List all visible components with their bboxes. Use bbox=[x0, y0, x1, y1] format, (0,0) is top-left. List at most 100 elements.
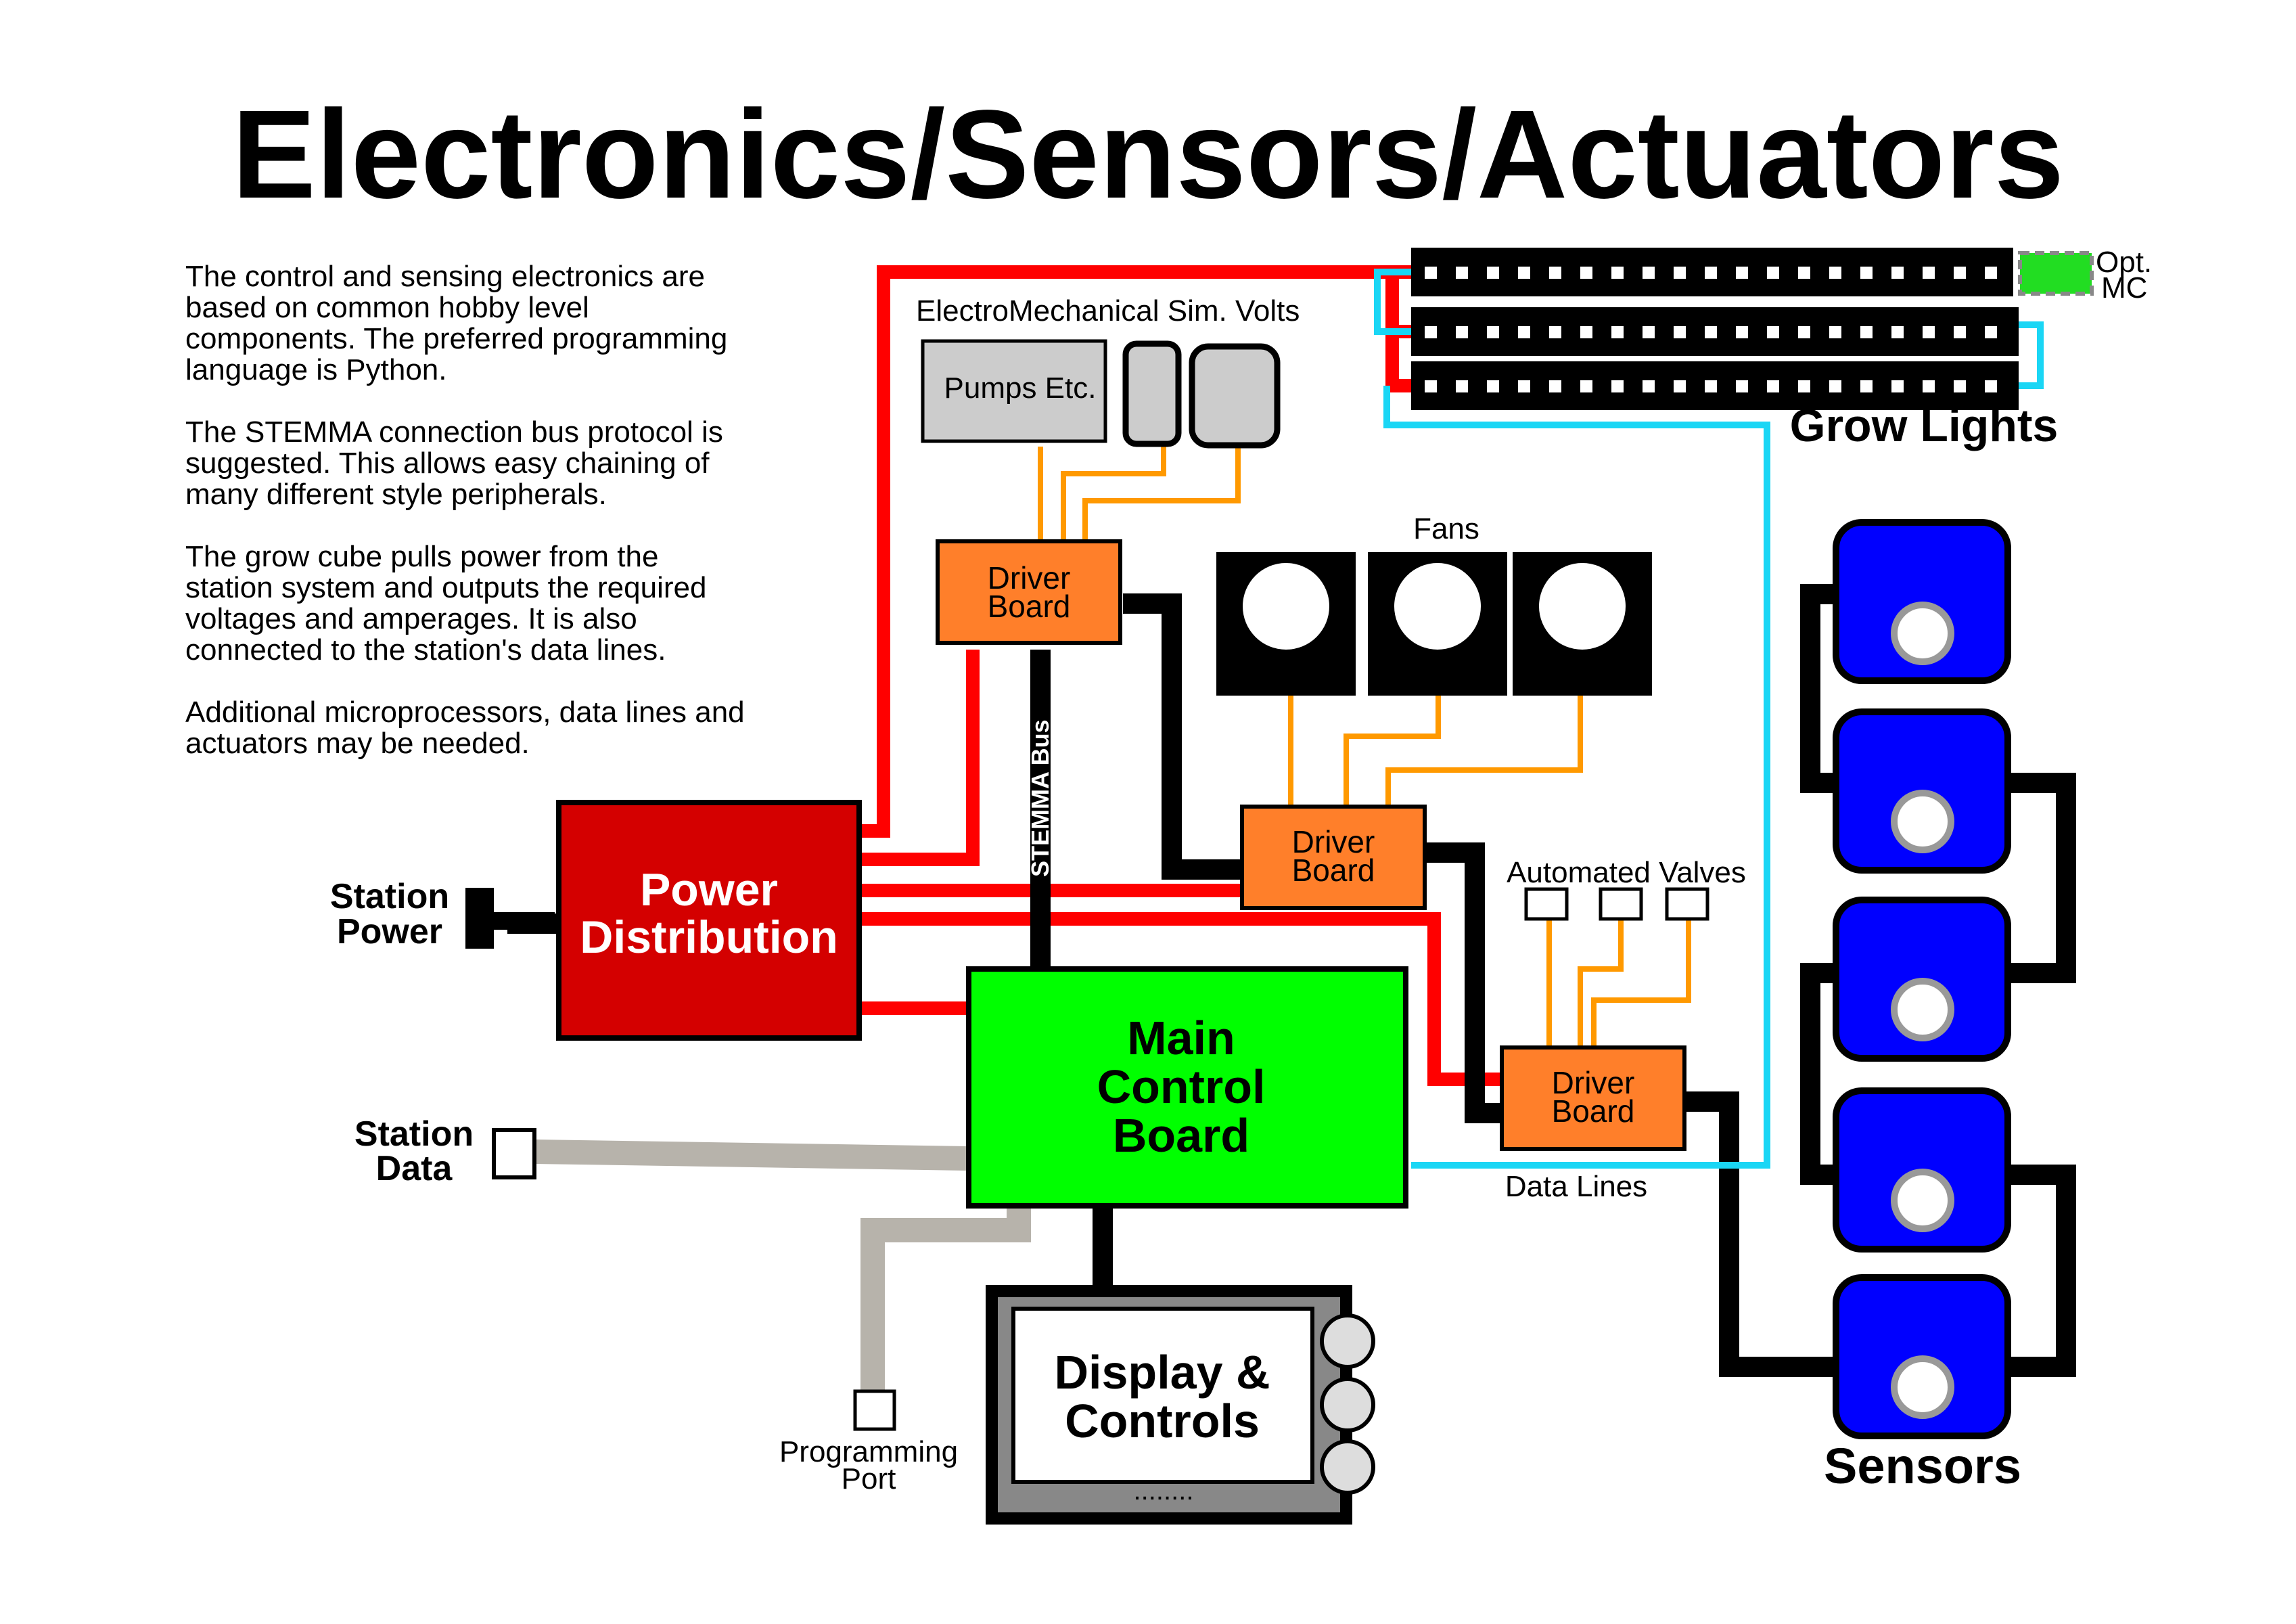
led-icon bbox=[1954, 267, 1966, 279]
led-icon bbox=[1891, 380, 1904, 392]
led-icon bbox=[1891, 326, 1904, 338]
sensors: Sensors bbox=[1824, 519, 2021, 1494]
station-power-cord bbox=[490, 912, 555, 930]
actuator-wires bbox=[1038, 441, 1691, 1047]
station-data: Station Data bbox=[354, 1114, 536, 1188]
main-board-label-1: Main bbox=[1127, 1012, 1235, 1064]
intro-paragraph: The STEMMA connection bus protocol is su… bbox=[185, 417, 862, 510]
station-power: Station Power bbox=[330, 877, 555, 951]
driver-board-label-1: Driver bbox=[1552, 1065, 1635, 1100]
sensor-icon bbox=[1833, 1087, 2011, 1253]
intro-paragraph: The grow cube pulls power from the stati… bbox=[185, 541, 862, 666]
led-icon bbox=[1549, 267, 1561, 279]
led-icon bbox=[1891, 267, 1904, 279]
driver-board-label-2: Board bbox=[1292, 853, 1375, 888]
station-data-label-1: Station bbox=[354, 1114, 474, 1154]
driver-board-valves: Driver Board bbox=[1500, 1045, 1686, 1151]
led-icon bbox=[1643, 267, 1655, 279]
driver-board-label-2: Board bbox=[1552, 1093, 1635, 1129]
power-distribution-label-1: Power bbox=[640, 864, 778, 916]
intro-line: The STEMMA connection bus protocol is bbox=[185, 415, 723, 449]
intro-line: voltages and amperages. It is also bbox=[185, 602, 637, 635]
valves-label: Automated Valves bbox=[1507, 856, 1746, 889]
intro-line: connected to the station's data lines. bbox=[185, 633, 666, 667]
led-icon bbox=[1860, 326, 1873, 338]
power-distribution-box: Power Distribution bbox=[556, 800, 862, 1041]
led-icon bbox=[1518, 380, 1530, 392]
driver-board-label-1: Driver bbox=[988, 560, 1071, 595]
opt-mc-label-1: Opt. bbox=[2096, 246, 2152, 279]
intro-paragraph: The control and sensing electronics are … bbox=[185, 261, 862, 386]
valve-icon bbox=[1599, 887, 1643, 921]
driver-board-label-2: Board bbox=[988, 589, 1071, 624]
fans-label: Fans bbox=[1413, 512, 1479, 545]
data-line-wires bbox=[1374, 269, 2044, 1169]
intro-line: The grow cube pulls power from the bbox=[185, 540, 659, 573]
driver-board-fans: Driver Board bbox=[1240, 805, 1427, 910]
button-icon bbox=[1320, 1313, 1375, 1369]
page-title: Electronics/Sensors/Actuators bbox=[232, 85, 2064, 225]
stemma-cables bbox=[507, 593, 1840, 1377]
led-icon bbox=[1985, 380, 1997, 392]
led-icon bbox=[1643, 380, 1655, 392]
led-icon bbox=[1518, 267, 1530, 279]
driver-board-pumps: Driver Board bbox=[936, 539, 1122, 645]
main-board-label-2: Control bbox=[1097, 1060, 1266, 1113]
programming-port: Programming Port bbox=[779, 1389, 958, 1495]
led-icon bbox=[1705, 267, 1717, 279]
sensor-chain-cables bbox=[1800, 584, 2076, 1377]
led-icon bbox=[1580, 267, 1592, 279]
led-icon bbox=[1580, 380, 1592, 392]
intro-line: station system and outputs the required bbox=[185, 571, 707, 604]
led-icon bbox=[1798, 326, 1810, 338]
led-icon bbox=[1736, 326, 1748, 338]
grow-lights-label: Grow Lights bbox=[1790, 400, 2059, 451]
intro-line: suggested. This allows easy chaining of bbox=[185, 447, 710, 480]
led-icon bbox=[1798, 380, 1810, 392]
led-icon bbox=[1736, 380, 1748, 392]
led-icon bbox=[1456, 380, 1468, 392]
main-board-label-3: Board bbox=[1113, 1109, 1249, 1162]
actuator-module-icon bbox=[1189, 343, 1281, 449]
led-icon bbox=[1611, 326, 1624, 338]
pumps-box bbox=[921, 339, 1107, 443]
led-icon bbox=[1549, 380, 1561, 392]
led-icon bbox=[1518, 326, 1530, 338]
led-icon bbox=[1923, 380, 1935, 392]
station-data-label-2: Data bbox=[376, 1149, 453, 1188]
intro-line: components. The preferred programming bbox=[185, 322, 728, 355]
sensors-label: Sensors bbox=[1824, 1438, 2021, 1494]
led-icon bbox=[1829, 326, 1841, 338]
led-icon bbox=[1611, 267, 1624, 279]
intro-line: based on common hobby level bbox=[185, 291, 589, 324]
led-icon bbox=[1487, 326, 1499, 338]
led-icon bbox=[1425, 267, 1437, 279]
stemma-bus-label: STEMMA Bus bbox=[1026, 719, 1054, 877]
data-lines-label: Data Lines bbox=[1505, 1170, 1647, 1203]
station-data-cable bbox=[534, 1140, 1031, 1394]
led-icon bbox=[1674, 380, 1686, 392]
led-icon bbox=[1954, 380, 1966, 392]
led-icon bbox=[1549, 326, 1561, 338]
valve-icon bbox=[1524, 887, 1569, 921]
display-label-1: Display & bbox=[1055, 1346, 1270, 1399]
display-dots: ........ bbox=[1134, 1476, 1194, 1506]
led-icon bbox=[1798, 267, 1810, 279]
display-label-2: Controls bbox=[1065, 1395, 1260, 1447]
led-icon bbox=[1674, 326, 1686, 338]
intro-line: The control and sensing electronics are bbox=[185, 260, 705, 293]
power-distribution-label-2: Distribution bbox=[580, 911, 838, 963]
fans bbox=[1216, 552, 1652, 696]
led-icon bbox=[1767, 267, 1779, 279]
programming-port-icon bbox=[853, 1389, 896, 1431]
sensor-icon bbox=[1833, 897, 2011, 1062]
led-icon bbox=[1860, 380, 1873, 392]
led-icon bbox=[1487, 380, 1499, 392]
led-icon bbox=[1705, 380, 1717, 392]
led-icon bbox=[1674, 267, 1686, 279]
opt-mc-icon bbox=[2018, 251, 2094, 296]
led-icon bbox=[1580, 326, 1592, 338]
electromechanical-label: ElectroMechanical Sim. Volts bbox=[916, 294, 1300, 328]
led-icon bbox=[1643, 326, 1655, 338]
